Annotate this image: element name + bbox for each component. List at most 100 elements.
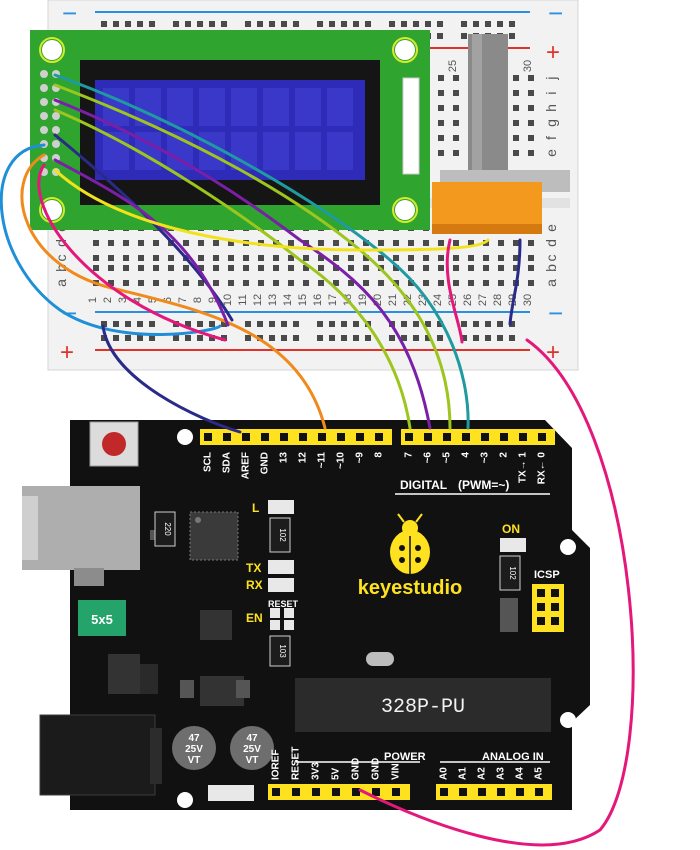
header-pin[interactable] bbox=[352, 788, 360, 796]
column-number: 2 bbox=[102, 297, 114, 303]
header-pin[interactable] bbox=[462, 433, 470, 441]
rail-hole bbox=[353, 321, 359, 327]
header-pin[interactable] bbox=[375, 433, 383, 441]
header-pin[interactable] bbox=[272, 788, 280, 796]
header-pin[interactable] bbox=[204, 433, 212, 441]
header-pin[interactable] bbox=[516, 788, 524, 796]
voltage-regulator bbox=[108, 654, 158, 694]
lcd-character-cells bbox=[103, 88, 353, 170]
rail-minus-top-left: − bbox=[62, 0, 77, 28]
header-pin[interactable] bbox=[538, 433, 546, 441]
icsp-pin[interactable] bbox=[537, 589, 545, 597]
breadboard-hole bbox=[318, 280, 324, 286]
rail-hole bbox=[509, 33, 515, 39]
column-number: 15 bbox=[297, 294, 309, 306]
column-number: 14 bbox=[282, 294, 294, 306]
icsp-pin[interactable] bbox=[551, 617, 559, 625]
breadboard-hole bbox=[153, 265, 159, 271]
header-pin[interactable] bbox=[372, 788, 380, 796]
header-pin[interactable] bbox=[519, 433, 527, 441]
header-pin[interactable] bbox=[292, 788, 300, 796]
breadboard-hole bbox=[438, 255, 444, 261]
row-letter: b bbox=[53, 264, 69, 272]
header-pin[interactable] bbox=[478, 788, 486, 796]
header-pin[interactable] bbox=[440, 788, 448, 796]
column-number: 4 bbox=[132, 297, 144, 303]
led-l-label: L bbox=[252, 501, 259, 515]
icsp-label: ICSP bbox=[534, 569, 560, 581]
header-pin[interactable] bbox=[356, 433, 364, 441]
lcd-cell bbox=[263, 88, 289, 126]
led-on bbox=[500, 538, 526, 552]
lcd-cell bbox=[327, 132, 353, 170]
header-pin[interactable] bbox=[261, 433, 269, 441]
pin-label: ~11 bbox=[317, 452, 328, 469]
header-pin[interactable] bbox=[424, 433, 432, 441]
rail-hole bbox=[209, 335, 215, 341]
breadboard-hole bbox=[108, 280, 114, 286]
rail-hole bbox=[353, 21, 359, 27]
rail-hole bbox=[317, 21, 323, 27]
breadboard-hole bbox=[108, 255, 114, 261]
lcd-pin bbox=[52, 140, 60, 148]
breadboard-hole bbox=[528, 135, 534, 141]
header-pin[interactable] bbox=[299, 433, 307, 441]
column-number: 26 bbox=[462, 294, 474, 306]
breadboard-hole bbox=[498, 240, 504, 246]
icsp-pin[interactable] bbox=[551, 603, 559, 611]
header-pin[interactable] bbox=[392, 788, 400, 796]
icsp-pin[interactable] bbox=[537, 617, 545, 625]
header-pin[interactable] bbox=[405, 433, 413, 441]
header-pin[interactable] bbox=[497, 788, 505, 796]
header-pin[interactable] bbox=[459, 788, 467, 796]
header-pin[interactable] bbox=[481, 433, 489, 441]
column-number: 5 bbox=[147, 297, 159, 303]
breadboard-hole bbox=[453, 90, 459, 96]
breadboard-hole bbox=[333, 280, 339, 286]
lcd-cell bbox=[295, 88, 321, 126]
rail-hole bbox=[197, 335, 203, 341]
header-pin[interactable] bbox=[280, 433, 288, 441]
breadboard-hole bbox=[528, 75, 534, 81]
breadboard-hole bbox=[198, 240, 204, 246]
breadboard-hole bbox=[363, 265, 369, 271]
icsp-pin[interactable] bbox=[537, 603, 545, 611]
rail-hole bbox=[365, 21, 371, 27]
header-pin[interactable] bbox=[318, 433, 326, 441]
header-pin[interactable] bbox=[332, 788, 340, 796]
breadboard-hole bbox=[228, 240, 234, 246]
breadboard-hole bbox=[528, 240, 534, 246]
breadboard-hole bbox=[153, 255, 159, 261]
breadboard-hole bbox=[138, 265, 144, 271]
rail-hole bbox=[125, 335, 131, 341]
pin-label: A0 bbox=[439, 767, 450, 780]
rail-hole bbox=[149, 21, 155, 27]
lcd-cell bbox=[295, 132, 321, 170]
pin-label: GND bbox=[351, 758, 362, 780]
wire-green bbox=[53, 108, 412, 430]
reset-button[interactable] bbox=[89, 421, 139, 467]
breadboard-hole bbox=[483, 280, 489, 286]
brand-name: keyestudio bbox=[358, 577, 462, 599]
capacitor-2: 47 25V VT bbox=[230, 726, 274, 770]
reset-pad-label: RESET bbox=[268, 599, 299, 609]
wire-green bbox=[53, 83, 452, 430]
row-letter: e bbox=[543, 149, 559, 157]
rail-hole bbox=[425, 321, 431, 327]
header-pin[interactable] bbox=[242, 433, 250, 441]
breadboard-hole bbox=[408, 240, 414, 246]
icsp-pin[interactable] bbox=[551, 589, 559, 597]
header-pin[interactable] bbox=[312, 788, 320, 796]
breadboard-hole bbox=[333, 255, 339, 261]
header-pin[interactable] bbox=[500, 433, 508, 441]
digital-header-left bbox=[200, 429, 392, 445]
header-pin[interactable] bbox=[337, 433, 345, 441]
lcd-module bbox=[30, 30, 430, 230]
resistor-103: 103 bbox=[269, 635, 291, 667]
rail-hole bbox=[197, 21, 203, 27]
header-pin[interactable] bbox=[443, 433, 451, 441]
wire-pot-pink bbox=[445, 238, 464, 344]
header-pin[interactable] bbox=[223, 433, 231, 441]
header-pin[interactable] bbox=[535, 788, 543, 796]
column-number: 12 bbox=[252, 294, 264, 306]
